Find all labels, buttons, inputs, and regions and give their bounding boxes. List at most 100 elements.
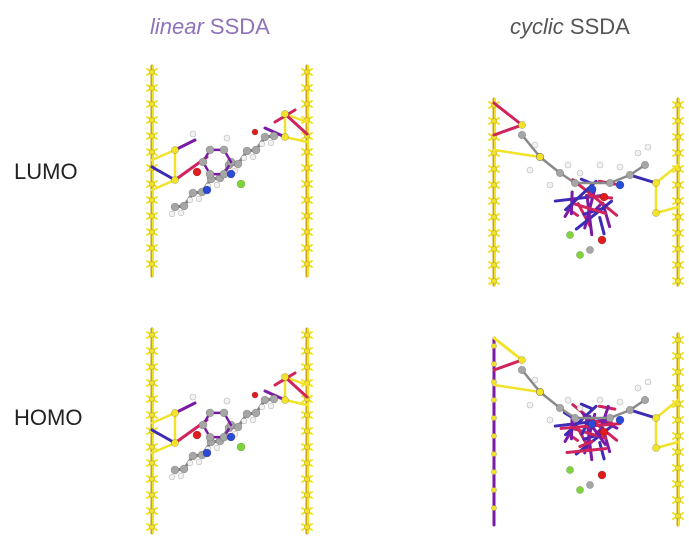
hydrogen-atom	[564, 161, 572, 169]
framework-bond	[492, 101, 524, 127]
hydrogen-atom	[177, 209, 185, 217]
framework-atom	[149, 101, 155, 107]
fluorine-atom	[576, 486, 584, 494]
orbital-bond	[283, 112, 309, 136]
framework-atom	[149, 197, 155, 203]
framework-atom	[149, 332, 155, 338]
row-label-lumo: LUMO	[14, 159, 78, 184]
framework-atom	[518, 121, 526, 129]
orbital-bond	[585, 193, 594, 237]
hydrogen-atom	[644, 143, 652, 151]
framework-atom	[149, 133, 155, 139]
framework-bond	[492, 336, 524, 362]
orbital-bond	[598, 441, 606, 461]
framework-atom	[491, 278, 497, 284]
framework-bond	[492, 148, 542, 159]
framework-atom	[304, 85, 310, 91]
framework-atom	[675, 230, 681, 236]
carbon-atom	[198, 420, 208, 430]
framework-bond	[150, 411, 177, 425]
framework-atom	[281, 373, 289, 381]
hydrogen-atom	[564, 396, 572, 404]
framework-atom	[304, 213, 310, 219]
hydrogen-atom	[223, 134, 231, 142]
nitrogen-atom	[202, 448, 212, 458]
framework-atom	[491, 505, 497, 511]
framework-atom	[304, 229, 310, 235]
oxygen-atom	[251, 128, 259, 136]
hydrogen-atom	[186, 196, 194, 204]
nitrogen-atom	[615, 415, 625, 425]
carbon-atom	[260, 395, 270, 405]
orbital-bond	[150, 165, 177, 182]
framework-atom	[652, 209, 660, 217]
orbital-bond	[492, 358, 524, 372]
carbon-atom	[205, 145, 215, 155]
hydrogen-atom	[195, 458, 203, 466]
hydrogen-atom	[213, 444, 221, 452]
carbon-atom	[251, 145, 261, 155]
carbon-atom	[586, 481, 594, 489]
carbon-atom	[555, 403, 565, 413]
framework-atom	[675, 337, 681, 343]
carbon-atom	[260, 132, 270, 142]
hydrogen-atom	[249, 416, 257, 424]
framework-atom	[675, 513, 681, 519]
carbon-atom	[605, 178, 615, 188]
framework-atom	[149, 181, 155, 187]
framework-atom	[149, 412, 155, 418]
framework-atom	[491, 451, 497, 457]
orbital-bond	[492, 123, 524, 137]
hydrogen-atom	[240, 417, 248, 425]
framework-atom	[304, 364, 310, 370]
hydrogen-atom	[634, 149, 642, 157]
framework-atom	[304, 101, 310, 107]
fluorine-atom	[566, 231, 574, 239]
framework-bond	[654, 440, 680, 450]
framework-atom	[675, 134, 681, 140]
framework-atom	[304, 245, 310, 251]
framework-atom	[491, 343, 497, 349]
carbon-atom	[205, 169, 215, 179]
orbital-bond	[173, 401, 197, 415]
hydrogen-atom	[258, 403, 266, 411]
orbital-bond	[565, 447, 608, 455]
hydrogen-atom	[526, 401, 534, 409]
framework-bond	[283, 398, 309, 407]
framework-atom	[491, 487, 497, 493]
hydrogen-atom	[267, 402, 275, 410]
framework-atom	[149, 213, 155, 219]
orbital-bond	[628, 173, 658, 185]
orbital-bond	[571, 210, 580, 217]
framework-atom	[149, 396, 155, 402]
panel-cyclic-lumo	[488, 97, 684, 287]
orbital-bond	[173, 138, 197, 152]
framework-atom	[171, 146, 179, 154]
carbon-atom	[205, 432, 215, 442]
framework-bond	[654, 163, 680, 185]
carbon-atom	[517, 130, 527, 140]
orbital-bond	[572, 202, 607, 215]
carbon-atom	[269, 394, 279, 404]
framework-atom	[675, 262, 681, 268]
oxygen-atom	[599, 427, 609, 437]
framework-bond	[654, 205, 680, 215]
framework-atom	[149, 508, 155, 514]
hydrogen-atom	[195, 195, 203, 203]
framework-atom	[675, 150, 681, 156]
hydrogen-atom	[576, 404, 584, 412]
molecule-bond	[520, 133, 542, 159]
framework-atom	[304, 261, 310, 267]
framework-atom	[304, 149, 310, 155]
framework-atom	[675, 369, 681, 375]
framework-bond	[150, 441, 177, 455]
hydrogen-atom	[240, 154, 248, 162]
carbon-atom	[269, 131, 279, 141]
framework-atom	[675, 118, 681, 124]
hydrogen-atom	[576, 169, 584, 177]
framework-bond	[492, 383, 542, 394]
hydrogen-atom	[213, 181, 221, 189]
framework-atom	[149, 380, 155, 386]
framework-atom	[491, 246, 497, 252]
hydrogen-atom	[168, 473, 176, 481]
